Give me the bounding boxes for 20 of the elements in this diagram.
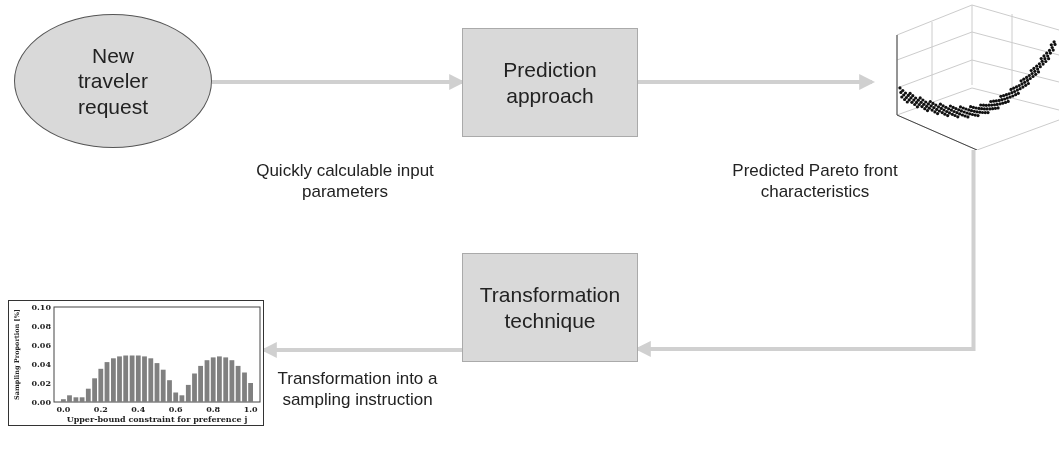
tick-label: 0.8: [205, 403, 220, 414]
tick-label: 0.2: [93, 403, 108, 414]
node-text: New traveler request: [76, 43, 149, 119]
tick-label: 0.06: [31, 339, 51, 350]
tick-label: 0.02: [31, 377, 51, 388]
tick-label: 0.6: [168, 403, 183, 414]
arrow: [638, 74, 876, 90]
tick-label: 1.0: [243, 403, 258, 414]
node-text: Prediction approach: [502, 57, 598, 108]
axis-title: Upper-bound constraint for preference j: [66, 413, 247, 424]
tick-label: 0.04: [31, 358, 51, 369]
tick-label: 0.0: [55, 403, 70, 414]
node-text: Transformation technique: [478, 282, 622, 333]
tick-label: 0.08: [31, 320, 51, 331]
tick-label: 0.4: [130, 403, 145, 414]
tick-label: 0.00: [31, 396, 51, 407]
process-box: [462, 253, 638, 362]
tick-label: 0.10: [31, 301, 51, 312]
bar-chart: [8, 300, 264, 426]
process-box: [462, 28, 638, 137]
